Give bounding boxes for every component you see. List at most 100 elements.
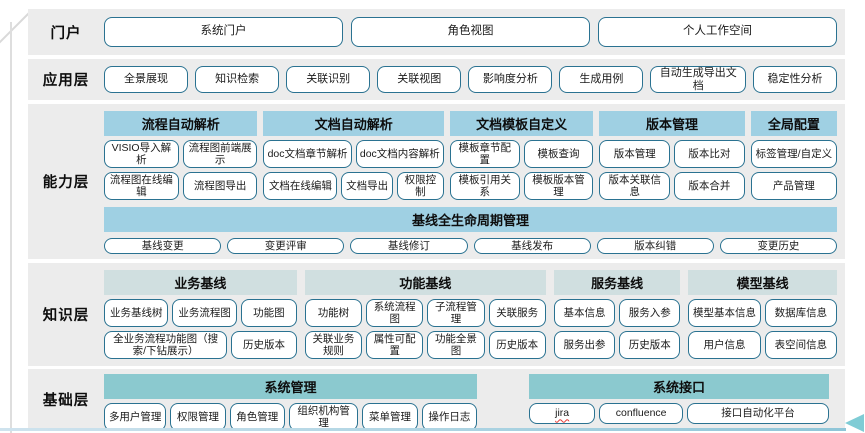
box-flowchart-export: 流程图导出 — [182, 172, 258, 201]
layer-label-portal: 门户 — [50, 25, 82, 42]
layer-capability: 能力层 流程自动解析 VISIO导入解析 流程图前端展示 流程图在线编辑 流程图… — [28, 104, 845, 259]
box-change-history: 变更历史 — [719, 238, 838, 255]
group-global-config: 全局配置 标签管理/自定义 产品管理 — [750, 111, 838, 201]
box-flowchart-frontend-display: 流程图前端展示 — [182, 140, 258, 169]
box-flowchart-online-edit: 流程图在线编辑 — [104, 172, 179, 201]
header-model-baseline: 模型基线 — [688, 270, 837, 295]
layer-portal: 门户 系统门户 角色视图 个人工作空间 — [28, 9, 845, 55]
header-function-baseline: 功能基线 — [304, 270, 546, 295]
box-baseline-release: 基线发布 — [473, 238, 591, 255]
box-baseline-revise: 基线修订 — [350, 238, 468, 255]
group-model-baseline: 模型基线 模型基本信息 数据库信息 用户信息 表空间信息 — [688, 270, 837, 359]
box-menu-mgmt: 菜单管理 — [362, 403, 418, 432]
header-global-config: 全局配置 — [750, 111, 838, 136]
box-operation-log: 操作日志 — [421, 403, 477, 432]
layer-label-application: 应用层 — [42, 73, 90, 89]
box-function-tree: 功能树 — [304, 299, 363, 328]
box-doc-export: 文档导出 — [341, 172, 393, 201]
box-business-baseline-tree: 业务基线树 — [104, 299, 169, 327]
box-baseline-change: 基线变更 — [104, 238, 222, 255]
box-template-chapter-config: 模板章节配置 — [449, 140, 520, 169]
box-doc-content-parse: doc文档内容解析 — [355, 140, 444, 169]
jira-label: jira — [555, 407, 570, 420]
left-arrow-icon — [845, 414, 864, 432]
box-role-mgmt: 角色管理 — [229, 403, 285, 432]
group-business-baseline: 业务基线 业务基线树 业务流程图 功能图 全业务流程功能图（搜索/下钻展示） 历… — [104, 270, 297, 359]
group-version-mgmt: 版本管理 版本管理 版本比对 版本关联信息 版本合并 — [599, 111, 745, 201]
box-change-review: 变更评审 — [227, 238, 345, 255]
box-version-merge: 版本合并 — [674, 172, 745, 201]
box-model-basic-info: 模型基本信息 — [688, 299, 761, 327]
header-service-baseline: 服务基线 — [553, 270, 681, 295]
box-version-relation-info: 版本关联信息 — [599, 172, 671, 201]
box-service-output-param: 服务出参 — [553, 331, 616, 359]
header-system-mgmt: 系统管理 — [104, 374, 477, 399]
box-tablespace-info: 表空间信息 — [764, 331, 837, 359]
box-impact-analysis: 影响度分析 — [468, 66, 553, 93]
box-function-diagram: 功能图 — [240, 299, 297, 327]
box-permission-mgmt: 权限管理 — [170, 403, 226, 432]
group-doc-auto-parse: 文档自动解析 doc文档章节解析 doc文档内容解析 文档在线编辑 文档导出 权… — [263, 111, 444, 201]
header-baseline-lifecycle-mgmt: 基线全生命周期管理 — [104, 207, 837, 233]
layer-foundation: 基础层 系统管理 多用户管理 权限管理 角色管理 组织机构管理 菜单管理 操作日… — [28, 369, 845, 432]
box-subflow-mgmt: 子流程管理 — [427, 299, 485, 328]
box-history-version-business: 历史版本 — [231, 330, 297, 359]
box-relation-view: 关联视图 — [377, 66, 462, 93]
layer-knowledge: 知识层 业务基线 业务基线树 业务流程图 功能图 全业务流程功能图（搜索/下钻展… — [28, 263, 845, 366]
box-basic-info: 基本信息 — [553, 299, 616, 327]
box-jira: jira — [529, 403, 596, 424]
header-system-interface: 系统接口 — [529, 374, 829, 399]
header-version-mgmt: 版本管理 — [599, 111, 745, 136]
box-org-structure-mgmt: 组织机构管理 — [288, 403, 359, 432]
box-system-portal: 系统门户 — [104, 17, 343, 47]
box-version-mgmt: 版本管理 — [599, 140, 671, 169]
header-business-baseline: 业务基线 — [104, 270, 297, 295]
box-related-service: 关联服务 — [488, 299, 546, 328]
box-visio-import-parse: VISIO导入解析 — [104, 140, 179, 169]
header-process-auto-parse: 流程自动解析 — [104, 111, 258, 136]
box-business-flowchart: 业务流程图 — [172, 299, 237, 327]
box-version-compare: 版本比对 — [674, 140, 745, 169]
box-attr-configurable: 属性可配置 — [366, 331, 424, 360]
box-full-business-flow-function-diagram: 全业务流程功能图（搜索/下钻展示） — [104, 330, 228, 359]
box-multi-user-mgmt: 多用户管理 — [104, 403, 167, 432]
box-function-panorama: 功能全景图 — [427, 331, 485, 360]
box-database-info: 数据库信息 — [764, 299, 837, 327]
layer-label-foundation: 基础层 — [42, 393, 90, 409]
box-template-reference-relation: 模板引用关系 — [449, 172, 520, 201]
group-system-interface: 系统接口 jira confluence 接口自动化平台 — [529, 374, 829, 424]
layer-label-knowledge: 知识层 — [42, 308, 90, 324]
box-personal-workspace: 个人工作空间 — [598, 17, 837, 47]
box-history-version-service: 历史版本 — [619, 331, 681, 359]
box-service-input-param: 服务入参 — [619, 299, 681, 327]
box-permission-control: 权限控制 — [396, 172, 444, 201]
box-stability-analysis: 稳定性分析 — [752, 66, 838, 93]
box-interface-automation-platform: 接口自动化平台 — [687, 403, 829, 424]
box-role-view: 角色视图 — [351, 17, 590, 47]
box-product-mgmt: 产品管理 — [750, 172, 838, 201]
box-user-info: 用户信息 — [688, 331, 761, 359]
layer-label-capability: 能力层 — [42, 175, 90, 191]
header-doc-auto-parse: 文档自动解析 — [263, 111, 444, 136]
box-template-query: 模板查询 — [523, 140, 594, 169]
box-generate-usecase: 生成用例 — [559, 66, 644, 93]
box-confluence: confluence — [599, 403, 683, 424]
box-auto-generate-export-doc: 自动生成导出文档 — [650, 66, 746, 93]
box-system-flowchart: 系统流程图 — [366, 299, 424, 328]
box-doc-online-edit: 文档在线编辑 — [263, 172, 338, 201]
group-doc-template-custom: 文档模板自定义 模板章节配置 模板查询 模板引用关系 模板版本管理 — [449, 111, 594, 201]
box-version-correction: 版本纠错 — [596, 238, 714, 255]
header-doc-template-custom: 文档模板自定义 — [449, 111, 594, 136]
group-system-mgmt: 系统管理 多用户管理 权限管理 角色管理 组织机构管理 菜单管理 操作日志 — [104, 374, 477, 432]
group-service-baseline: 服务基线 基本信息 服务入参 服务出参 历史版本 — [553, 270, 681, 359]
box-doc-chapter-parse: doc文档章节解析 — [263, 140, 352, 169]
box-related-business-rule: 关联业务规则 — [304, 331, 363, 360]
bottom-accent-line — [0, 428, 846, 431]
group-function-baseline: 功能基线 功能树 系统流程图 子流程管理 关联服务 关联业务规则 属性可配置 功… — [304, 270, 546, 360]
box-knowledge-search: 知识检索 — [195, 66, 280, 93]
left-edge-line — [10, 22, 12, 433]
box-relation-identify: 关联识别 — [286, 66, 371, 93]
layer-application: 应用层 全景展现 知识检索 关联识别 关联视图 影响度分析 生成用例 自动生成导… — [28, 59, 845, 100]
group-process-auto-parse: 流程自动解析 VISIO导入解析 流程图前端展示 流程图在线编辑 流程图导出 — [104, 111, 258, 201]
